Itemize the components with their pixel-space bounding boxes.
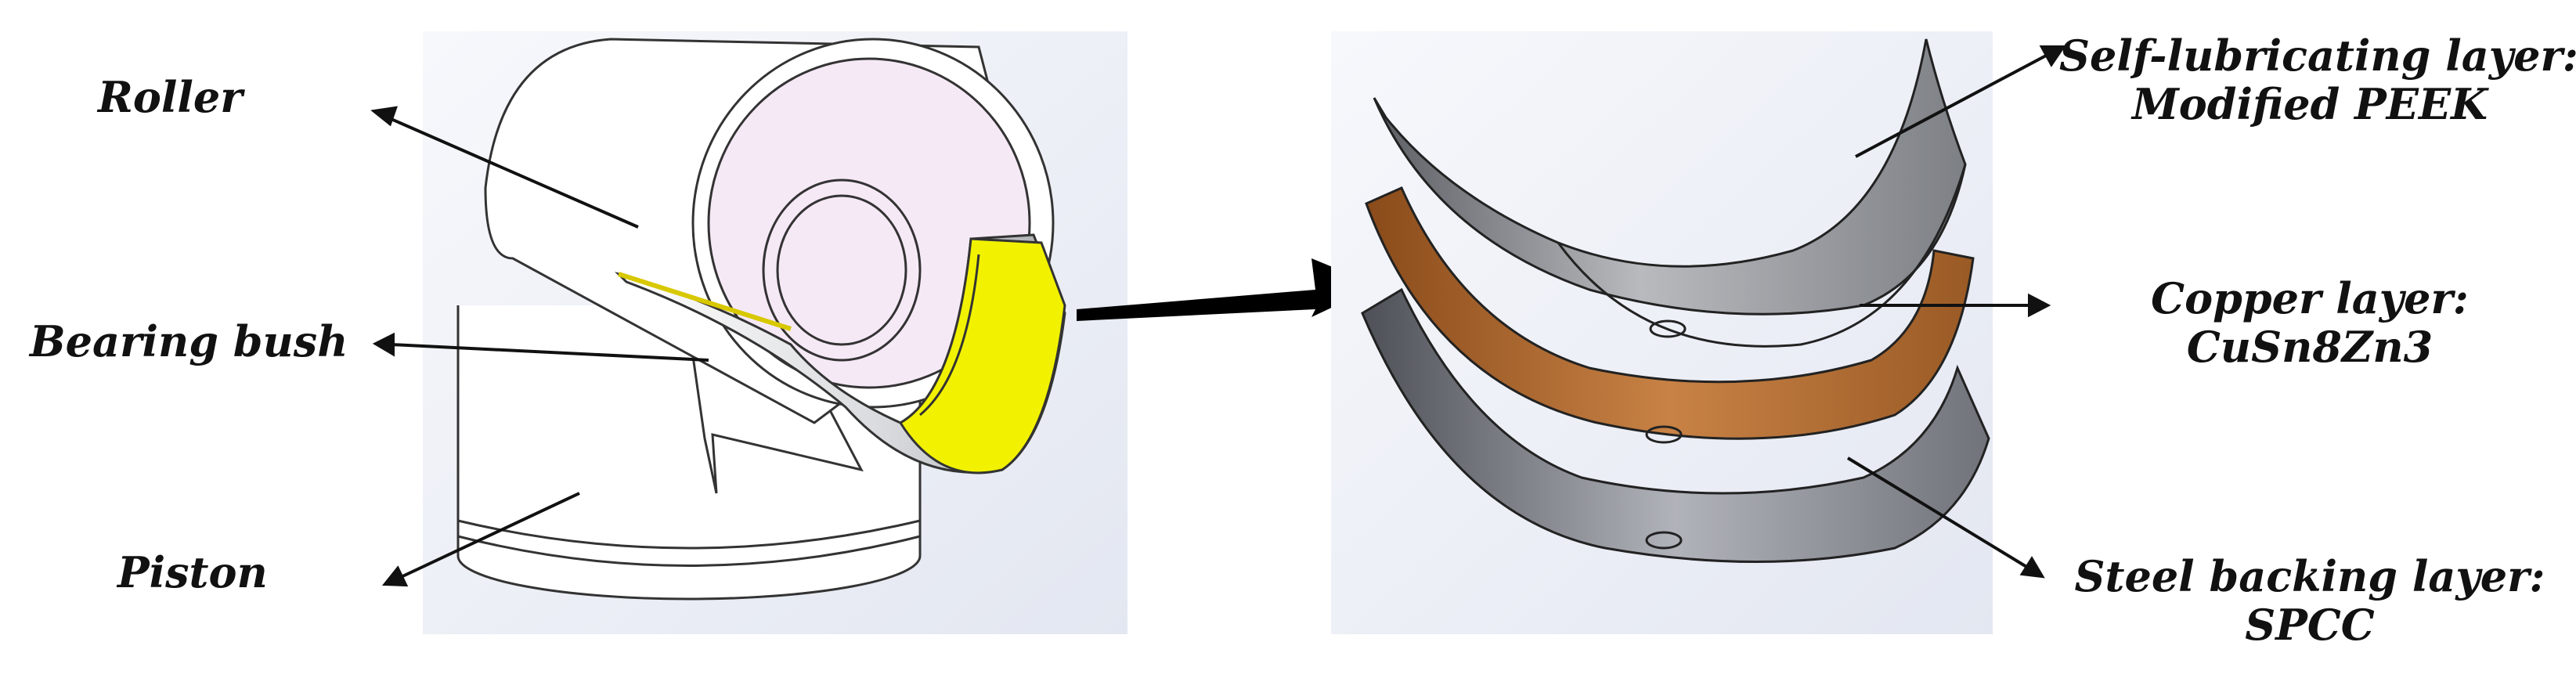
copper-arrowhead <box>2028 293 2051 318</box>
piston-label: Piston <box>117 547 268 597</box>
layer-view <box>1331 31 2066 634</box>
layer-leaders <box>1846 45 2066 579</box>
steel-backing-layer-shape <box>1361 287 1990 563</box>
roller-leader <box>387 116 639 229</box>
bearing-bush-arrowhead <box>372 332 395 357</box>
piston-leader <box>399 492 580 579</box>
copper-layer-material: CuSn8Zn3 <box>2186 322 2433 372</box>
assembly-view <box>370 31 1127 634</box>
steel-backing-layer-label: Steel backing layer: SPCC <box>2059 552 2560 649</box>
self-lubricating-layer-label: Self-lubricating layer: Modified PEEK <box>2059 31 2576 129</box>
exploded-view-arrow <box>1077 258 1378 321</box>
roller-arrowhead <box>370 106 398 127</box>
copper-layer-label: Copper layer: CuSn8Zn3 <box>2067 274 2553 371</box>
bearing-bush-shape <box>614 233 1066 474</box>
steel-backing-arrowhead <box>2019 556 2045 579</box>
bearing-bush-leader <box>391 343 709 362</box>
self-lubricating-leader <box>1855 53 2048 158</box>
roller-label: Roller <box>98 72 243 122</box>
self-lubricating-arrowhead <box>2039 45 2066 67</box>
assembly-leaders <box>370 106 709 587</box>
steel-backing-leader <box>1846 456 2029 569</box>
steel-backing-layer-material: SPCC <box>2245 600 2375 650</box>
self-lubricating-layer-material: Modified PEEK <box>2131 79 2488 129</box>
self-lubricating-layer-shape <box>1373 38 1967 348</box>
bearing-bush-label: Bearing bush <box>30 316 348 366</box>
piston-shape <box>456 305 922 601</box>
steel-backing-layer-title: Steel backing layer: <box>2074 551 2545 601</box>
self-lubricating-layer-title: Self-lubricating layer: <box>2059 31 2576 81</box>
copper-layer-title: Copper layer: <box>2151 273 2469 323</box>
copper-layer-shape <box>1365 186 1975 444</box>
piston-arrowhead <box>381 565 409 587</box>
